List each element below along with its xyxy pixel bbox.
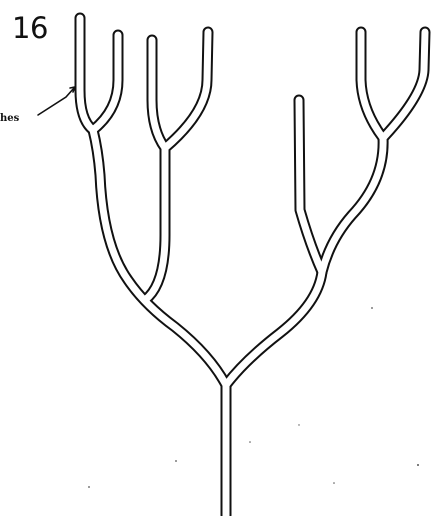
speck [88, 486, 90, 488]
right-inner-branch-fill [299, 100, 322, 272]
tree-fill [80, 18, 425, 526]
trunk-open-end [216, 516, 236, 526]
callout-label: hes [0, 113, 20, 124]
speck [333, 482, 335, 484]
figure-number: 16 [12, 11, 48, 45]
speck [298, 424, 299, 425]
callout-leader-line [38, 88, 74, 115]
scan-specks [88, 307, 419, 488]
tip-5-fill [361, 32, 383, 138]
speck [249, 441, 251, 443]
speck [417, 464, 419, 466]
speck [371, 307, 373, 309]
tree-outline [80, 18, 425, 515]
speck [175, 460, 177, 462]
tip-3-fill [152, 40, 165, 148]
